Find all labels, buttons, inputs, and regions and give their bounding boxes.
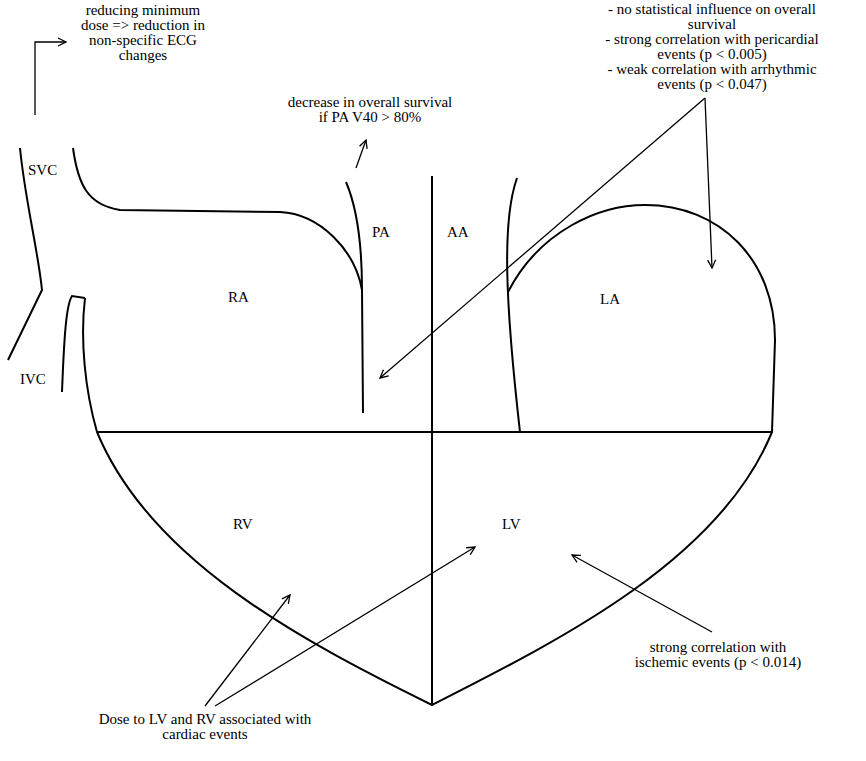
vessel-label: AA — [447, 225, 469, 240]
heart-outline — [83, 205, 775, 705]
chamber-label: LV — [502, 517, 521, 532]
leader-line — [215, 547, 475, 706]
leader-line — [35, 42, 66, 115]
annotation-note: - no statistical influence on overall su… — [605, 2, 820, 32]
leader-line — [205, 595, 290, 706]
annotation-note: - weak correlation with arrhythmic event… — [605, 62, 820, 92]
vessel-label: PA — [372, 225, 390, 240]
vessel-label: SVC — [28, 163, 57, 178]
av-divider — [97, 431, 772, 433]
annotation-note: Dose to LV and RV associated with cardia… — [85, 712, 325, 742]
vessel-label: IVC — [20, 372, 46, 387]
atrium-roof — [73, 148, 362, 290]
svc-wall — [8, 148, 42, 360]
chamber-label: LA — [600, 292, 620, 307]
ivc-wall — [62, 296, 85, 392]
pa-wall — [346, 182, 363, 413]
leader-line — [356, 140, 366, 168]
leader-line — [380, 98, 705, 378]
leader-line — [572, 555, 712, 632]
annotation-note: strong correlation with ischemic events … — [623, 640, 813, 670]
annotation-note: decrease in overall survival if PA V40 >… — [283, 95, 458, 125]
chamber-label: RV — [233, 517, 253, 532]
aa-wall — [507, 178, 520, 432]
leader-line — [705, 98, 712, 268]
annotation-note: - strong correlation with pericardial ev… — [605, 32, 820, 62]
septum-line — [431, 176, 433, 705]
annotation-note: reducing minimum dose => reduction in no… — [73, 3, 213, 63]
chamber-label: RA — [228, 290, 249, 305]
